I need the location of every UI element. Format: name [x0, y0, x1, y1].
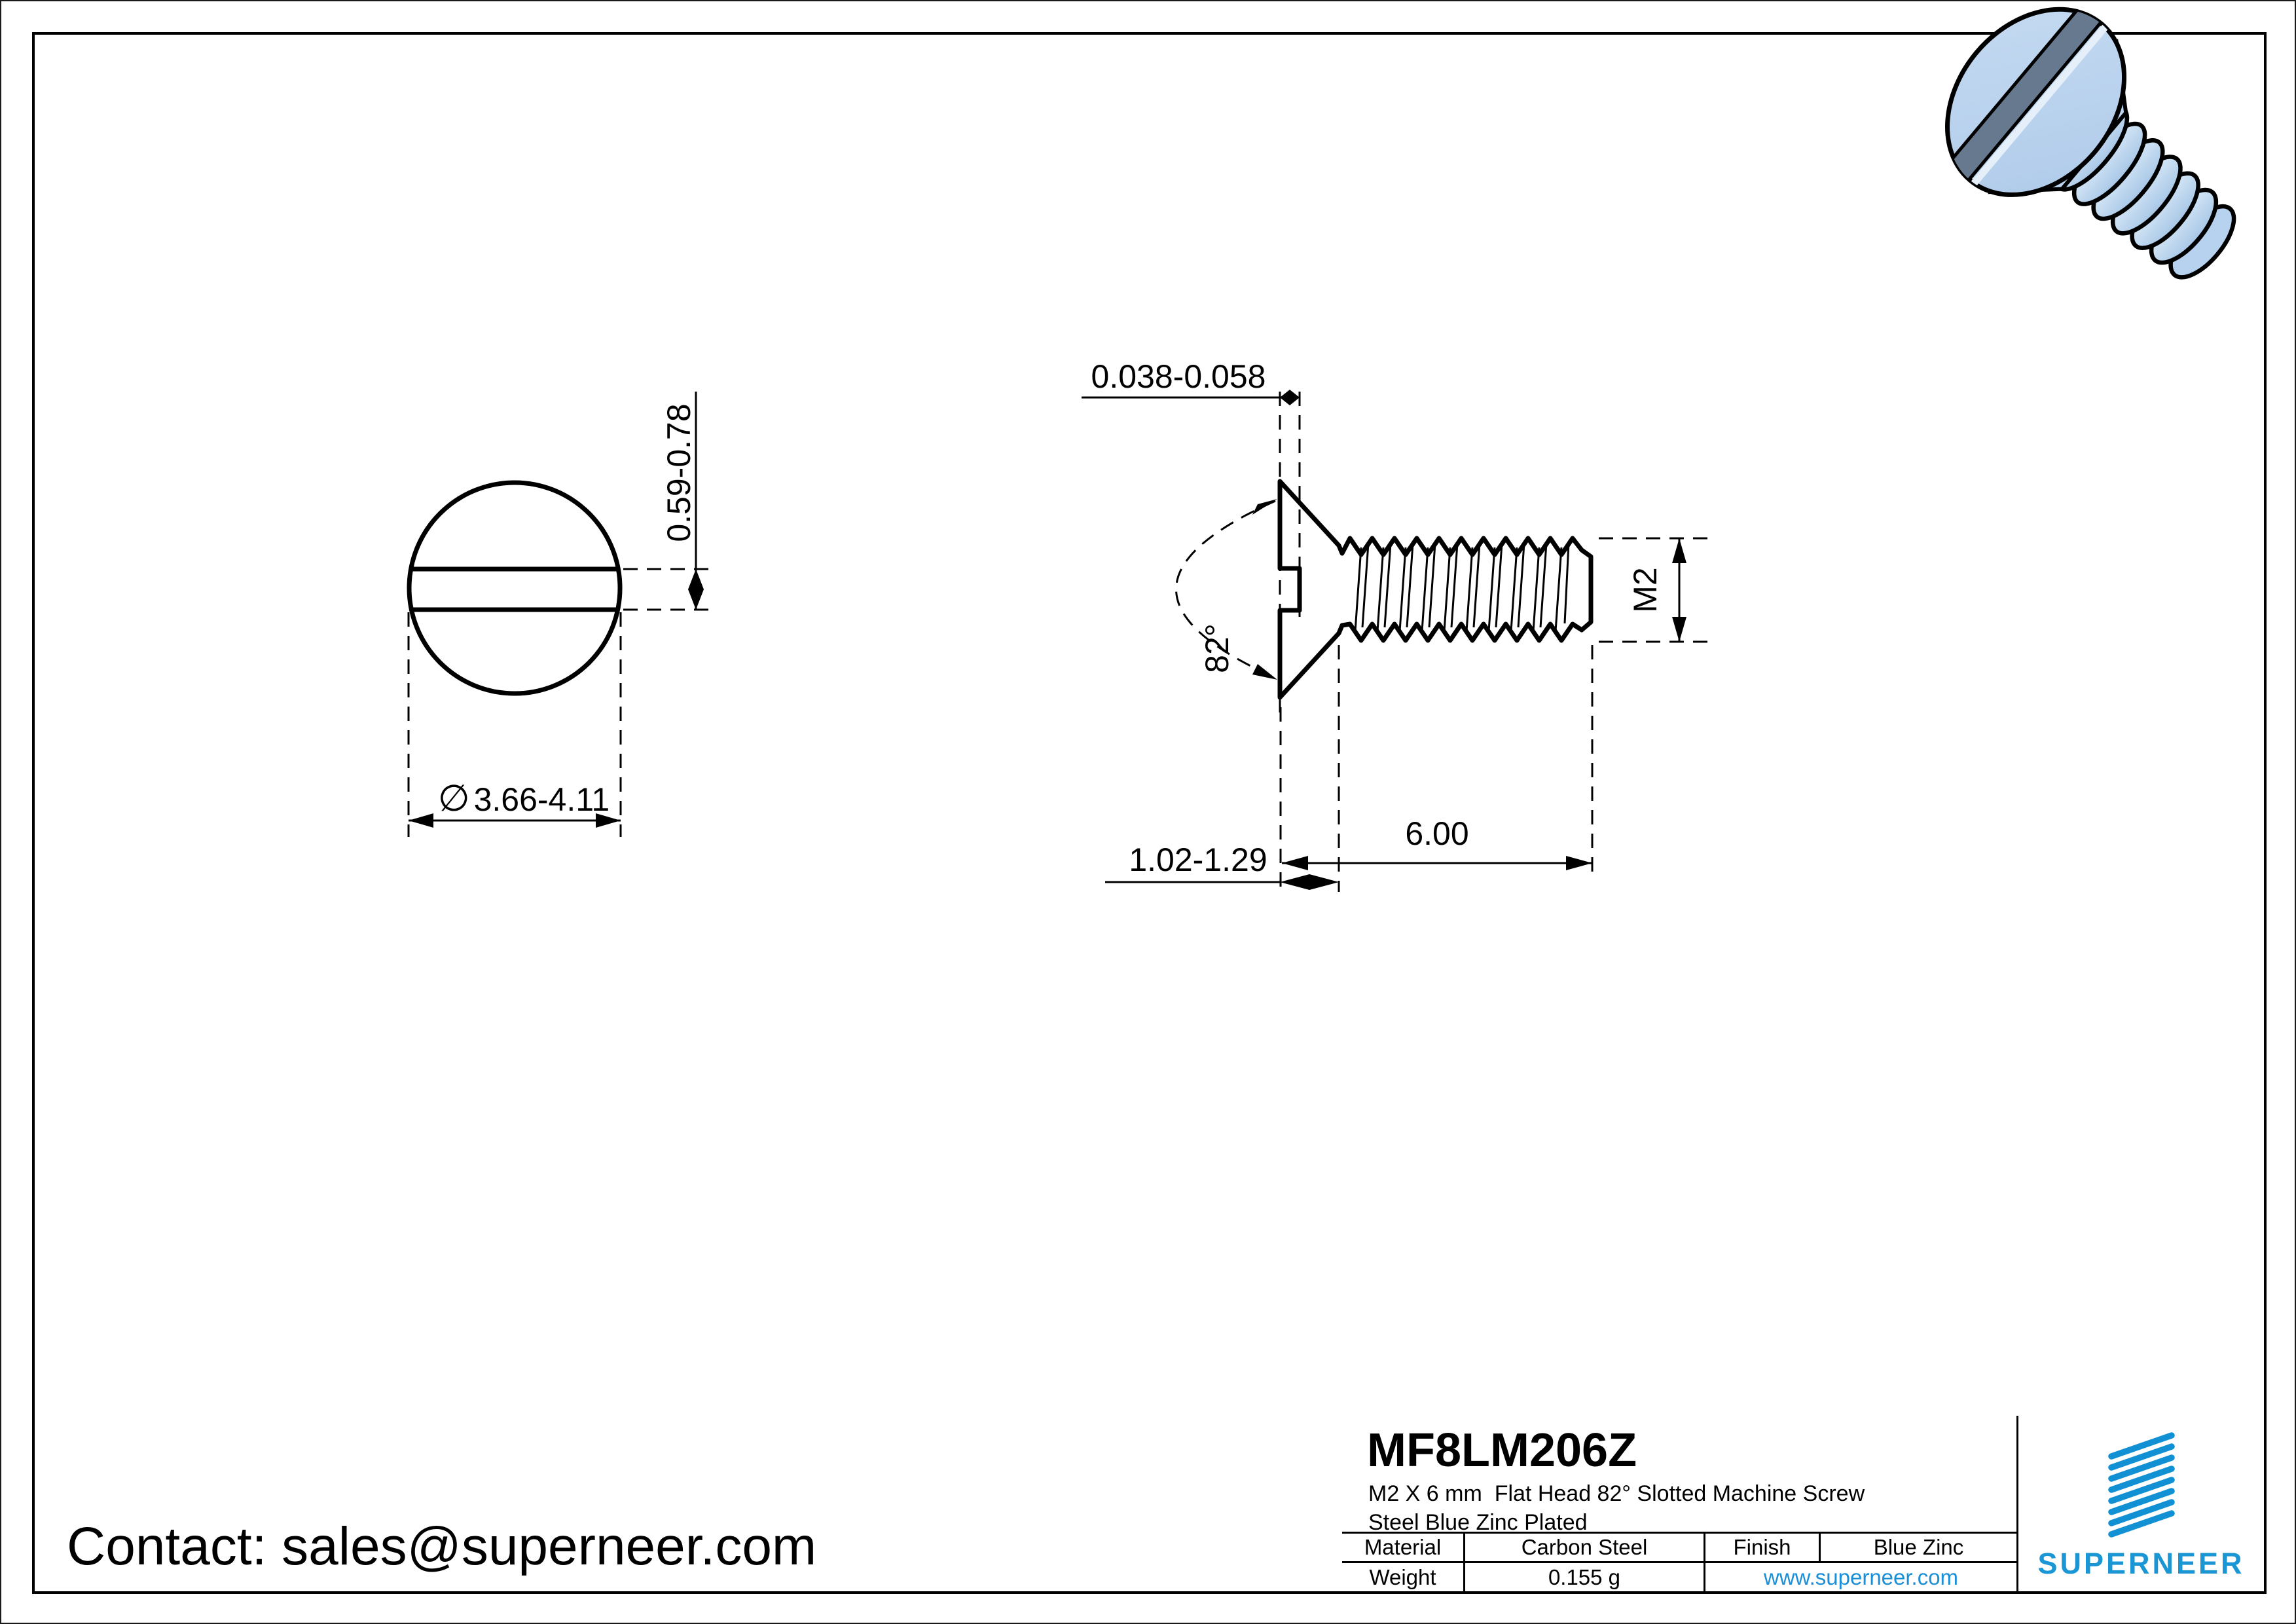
dim-head-height: 1.02-1.29 — [1129, 841, 1267, 878]
dim-slot-depth: 0.038-0.058 — [1091, 358, 1266, 395]
dim-head-diameter: ∅3.66-4.11 — [438, 777, 610, 819]
dim-head-angle: 82° — [1199, 623, 1235, 673]
material-value-cell: Carbon Steel — [1465, 1534, 1705, 1563]
brand-logo-cell: SUPERNEER — [2018, 1416, 2264, 1591]
head-outline-circle — [407, 480, 623, 696]
dim-thread-size: M2 — [1627, 567, 1664, 612]
screw-profile-outline — [1277, 479, 1594, 700]
part-description-line1: M2 X 6 mm Flat Head 82° Slotted Machine … — [1368, 1481, 1865, 1506]
side-view: 0.038-0.058 82° 1.02-1.29 6.00 M2 — [1082, 358, 1710, 892]
weight-value-cell: 0.155 g — [1465, 1563, 1705, 1591]
finish-label-cell: Finish — [1705, 1534, 1821, 1563]
weight-label-cell: Weight — [1342, 1563, 1465, 1591]
part-number: MF8LM206Z — [1367, 1424, 1637, 1477]
contact-email[interactable]: Contact: sales@superneer.com — [67, 1517, 817, 1576]
website-cell: www.superneer.com — [1705, 1563, 2018, 1591]
title-block: MF8LM206Z M2 X 6 mm Flat Head 82° Slotte… — [1342, 1416, 2264, 1591]
diameter-value: 3.66-4.11 — [474, 781, 610, 818]
top-view: 0.59-0.78 ∅3.66-4.11 — [407, 392, 712, 837]
title-block-header: MF8LM206Z M2 X 6 mm Flat Head 82° Slotte… — [1342, 1416, 2018, 1535]
brand-logo-icon — [2108, 1432, 2175, 1538]
thread-flank-lines — [1354, 543, 1570, 632]
finish-value-cell: Blue Zinc — [1821, 1534, 2018, 1563]
drawing-frame — [32, 32, 2267, 1594]
dim-length: 6.00 — [1405, 815, 1468, 852]
brand-name: SUPERNEER — [2037, 1547, 2245, 1580]
screw-3d-render — [1941, 0, 2236, 280]
dim-slot-width: 0.59-0.78 — [661, 403, 697, 542]
material-label-cell: Material — [1342, 1534, 1465, 1563]
diameter-symbol: ∅ — [438, 777, 470, 819]
part-description-line2: Steel Blue Zinc Plated — [1368, 1510, 1588, 1535]
website-link[interactable]: www.superneer.com — [1763, 1564, 1959, 1589]
